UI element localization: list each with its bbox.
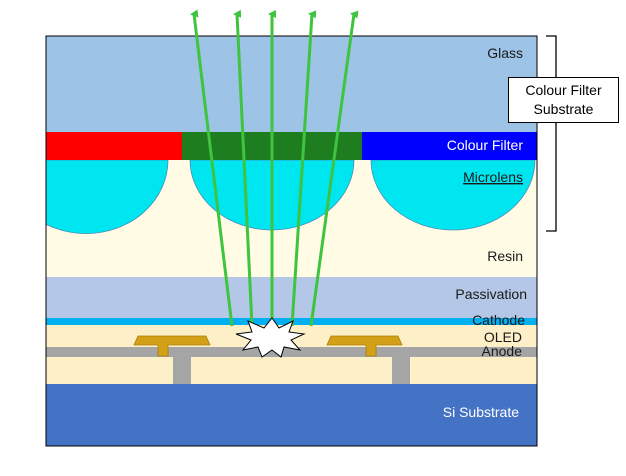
label-passivation: Passivation (455, 286, 527, 302)
label-colour-filter: Colour Filter (447, 137, 524, 153)
colour-filter-red (46, 132, 182, 160)
glass-layer (46, 36, 537, 132)
label-oled: OLED (484, 329, 522, 345)
callout-line-2: Substrate (533, 101, 594, 117)
dielectric-layer (46, 357, 537, 384)
light-ray-1 (190, 9, 234, 327)
label-cathode: Cathode (472, 312, 525, 328)
light-ray-4 (290, 10, 317, 327)
anode-layer (46, 347, 537, 357)
si-substrate-layer (46, 384, 537, 446)
label-si-substrate: Si Substrate (443, 404, 519, 420)
colour-filter-substrate-bracket (546, 35, 557, 232)
electrode-right (326, 335, 403, 357)
light-ray-2 (233, 9, 254, 327)
label-resin: Resin (487, 248, 523, 264)
label-glass: Glass (487, 45, 523, 61)
microlens-left (46, 159, 169, 234)
light-rays (190, 9, 359, 327)
callout-line-1: Colour Filter (525, 82, 602, 98)
microlens-right (370, 159, 536, 231)
colour-filter-blue (362, 132, 537, 160)
colour-filter-substrate-callout: Colour Filter Substrate (508, 77, 619, 123)
label-anode: Anode (482, 343, 523, 359)
electrode-left (133, 335, 211, 357)
label-microlens: Microlens (463, 169, 523, 185)
via-right (392, 357, 410, 384)
light-ray-5 (309, 10, 359, 327)
emission-burst-icon (235, 317, 306, 358)
diagram-border (45, 35, 538, 447)
via-left (173, 357, 191, 384)
